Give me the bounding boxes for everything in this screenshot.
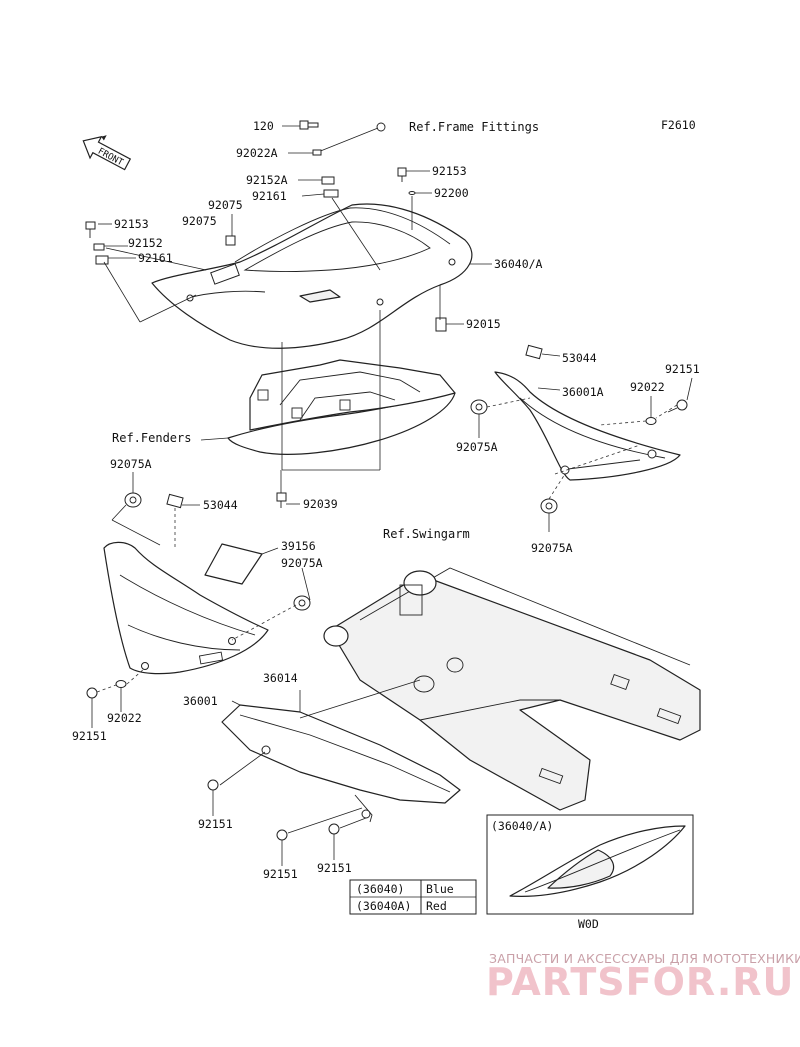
color-table-color-1: Blue — [426, 882, 454, 896]
color-table-part-1: (36040) — [356, 882, 404, 896]
watermark-tagline: ЗАПЧАСТИ И АКСЕССУАРЫ ДЛЯ МОТОТЕХНИКИ — [489, 951, 800, 966]
ref-swingarm: Ref.Swingarm — [383, 527, 470, 541]
grommet-92075A-right1 — [470, 399, 488, 415]
label-92022-left: 92022 — [107, 711, 142, 725]
label-92161-left: 92161 — [138, 251, 173, 265]
label-92153-top: 92153 — [432, 164, 467, 178]
label-36040A: 36040/A — [494, 257, 543, 271]
label-92151-mid: 92151 — [198, 817, 233, 831]
color-table: (36040) Blue (36040A) Red — [349, 879, 477, 915]
grommet-92075A-left — [124, 492, 142, 508]
cable-92022A — [312, 122, 386, 156]
color-table-color-2: Red — [426, 899, 447, 913]
screw-92153-top — [397, 167, 407, 182]
ref-fenders: Ref.Fenders — [112, 431, 191, 445]
bolt-92151-bot2 — [328, 823, 340, 835]
label-39156: 39156 — [281, 539, 316, 553]
screw-92153-left — [85, 221, 96, 238]
side-cover-36001 — [103, 541, 269, 675]
label-92075A-right2: 92075A — [531, 541, 573, 555]
label-92152: 92152 — [128, 236, 163, 250]
inset-caption: W0D — [578, 917, 599, 931]
color-table-part-2: (36040A) — [356, 899, 411, 913]
underseat-tray — [227, 359, 456, 455]
label-92022A: 92022A — [236, 146, 278, 160]
chain-guard-36014 — [221, 704, 461, 823]
label-92151-right: 92151 — [665, 362, 700, 376]
leader-lines — [91, 125, 693, 866]
grommet-92152-left — [93, 243, 105, 251]
nut-92015 — [435, 317, 447, 332]
washer-92200 — [408, 191, 416, 195]
label-92022-right: 92022 — [630, 380, 665, 394]
label-39156 — [204, 543, 263, 585]
bolt-92151-bot1 — [276, 829, 288, 841]
bolt-92151-right — [667, 399, 688, 413]
inset-title: (36040/A) — [491, 819, 553, 833]
assembly-lines — [96, 196, 678, 834]
seat-cover-36040 — [151, 203, 473, 349]
label-36001: 36001 — [183, 694, 218, 708]
ref-frame-fittings: Ref.Frame Fittings — [409, 120, 539, 134]
clip-53044-left — [166, 493, 184, 509]
bolt-120 — [299, 120, 319, 130]
screw-92039 — [276, 492, 287, 508]
clip-53044-right — [525, 344, 543, 360]
swingarm — [323, 567, 701, 811]
label-92039: 92039 — [303, 497, 338, 511]
label-36001A: 36001A — [562, 385, 604, 399]
label-53044-right: 53044 — [562, 351, 597, 365]
grommet-92161-left — [95, 255, 109, 265]
label-92152A: 92152A — [246, 173, 288, 187]
washer-92022-left — [115, 680, 127, 688]
grommet-92152A — [321, 176, 335, 185]
label-92015: 92015 — [466, 317, 501, 331]
label-53044-left: 53044 — [203, 498, 238, 512]
label-92153-left: 92153 — [114, 217, 149, 231]
label-120: 120 — [253, 119, 274, 133]
part-labels: F2610 Ref.Frame Fittings 120 92022A 9215… — [72, 118, 700, 881]
watermark-logo: PARTSFOR.RU — [486, 960, 794, 1004]
bolt-92151-left — [86, 687, 98, 699]
label-92075A-right1: 92075A — [456, 440, 498, 454]
label-92075-a: 92075 — [208, 198, 243, 212]
label-92075A-mid: 92075A — [281, 556, 323, 570]
label-92161-top: 92161 — [252, 189, 287, 203]
figure-code: F2610 — [661, 118, 696, 132]
nut-92075-top — [225, 235, 236, 246]
label-92151-bot1: 92151 — [263, 867, 298, 881]
label-92151-left: 92151 — [72, 729, 107, 743]
label-92075A-left: 92075A — [110, 457, 152, 471]
grommet-92075A-mid — [293, 595, 311, 611]
grommet-92075A-right2 — [540, 498, 558, 514]
label-36014: 36014 — [263, 671, 298, 685]
side-cover-36001A — [494, 371, 681, 481]
label-92075-b: 92075 — [182, 214, 217, 228]
bolt-92151-mid — [207, 779, 219, 791]
label-92200: 92200 — [434, 186, 469, 200]
inset-36040A: (36040/A) W0D — [486, 814, 694, 931]
washer-92022-right — [645, 417, 657, 425]
grommet-92161-top — [323, 189, 339, 198]
watermark: ЗАПЧАСТИ И АКСЕССУАРЫ ДЛЯ МОТОТЕХНИКИ PA… — [486, 951, 800, 1004]
label-92151-bot2: 92151 — [317, 861, 352, 875]
front-arrow-icon: FRONT — [82, 135, 132, 171]
